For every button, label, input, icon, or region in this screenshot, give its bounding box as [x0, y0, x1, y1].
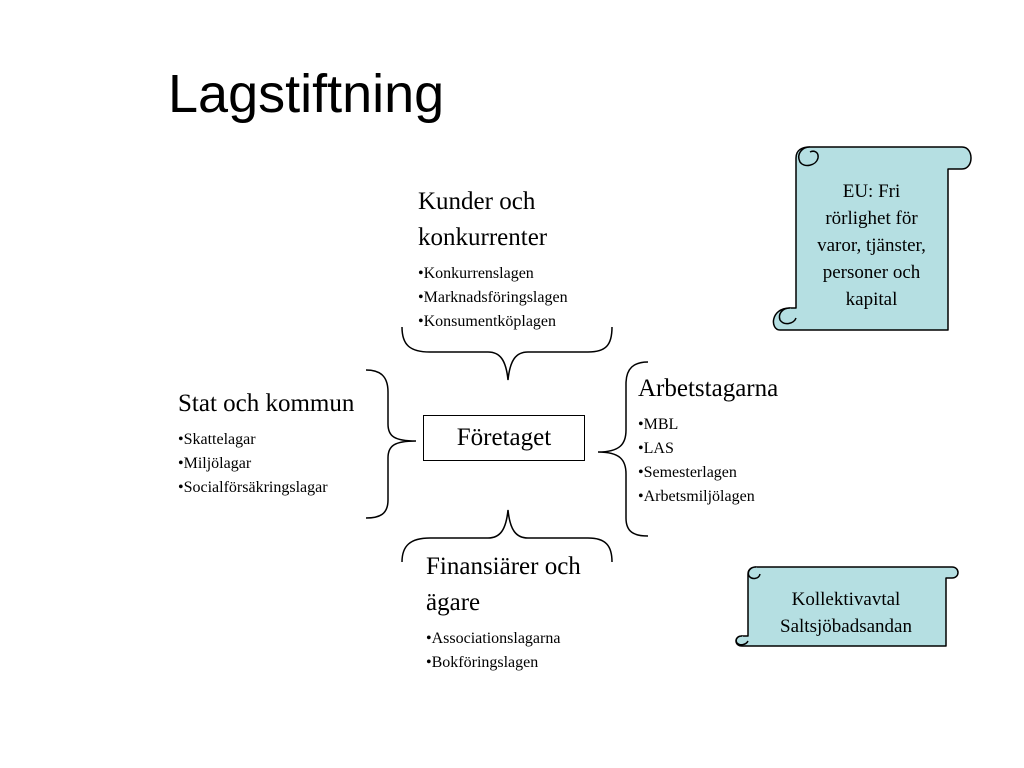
group-heading-line: konkurrenter: [418, 224, 548, 251]
law-item: Bokföringslagen: [426, 651, 581, 675]
brace-right: [597, 361, 649, 537]
brace-top: [401, 326, 613, 381]
scroll-kollektiv-top-curl: [747, 566, 761, 580]
group-employees: Arbetstagarna MBL LAS Semesterlagen Arbe…: [638, 371, 778, 509]
scroll-eu-bottom-curl: [778, 307, 797, 325]
law-item: Socialförsäkringslagar: [178, 476, 354, 500]
law-item: MBL: [638, 413, 778, 437]
law-list: Skattelagar Miljölagar Socialförsäkrings…: [178, 428, 354, 500]
scroll-line: personer och: [822, 262, 921, 283]
group-state-municipality: Stat och kommun Skattelagar Miljölagar S…: [178, 386, 354, 500]
law-list: Konkurrenslagen Marknadsföringslagen Kon…: [418, 262, 568, 334]
group-heading: Finansiärer och ägare: [426, 549, 581, 621]
scroll-line: rörlighet för: [825, 208, 918, 229]
group-heading-line: ägare: [426, 589, 481, 616]
law-item: Semesterlagen: [638, 461, 778, 485]
scroll-eu-body: [772, 146, 972, 331]
law-item: Miljölagar: [178, 452, 354, 476]
law-item: Associationslagarna: [426, 627, 581, 651]
group-heading: Arbetstagarna: [638, 371, 778, 407]
group-heading-line: Arbetstagarna: [638, 375, 779, 402]
law-item: Skattelagar: [178, 428, 354, 452]
law-list: Associationslagarna Bokföringslagen: [426, 627, 581, 675]
scroll-kollektiv-shape: [735, 566, 959, 647]
group-heading: Kunder och konkurrenter: [418, 184, 568, 256]
scroll-eu-shape: [772, 146, 972, 331]
brace-left: [365, 369, 417, 519]
scroll-eu-text: EU: Fri rörlighet för varor, tjänster, p…: [800, 178, 943, 313]
group-heading-line: Stat och kommun: [178, 390, 355, 417]
scroll-kollektiv-bottom-curl: [735, 635, 749, 646]
group-financiers-owners: Finansiärer och ägare Associationslagarn…: [426, 549, 581, 675]
law-list: MBL LAS Semesterlagen Arbetsmiljölagen: [638, 413, 778, 509]
scroll-line: kapital: [845, 289, 898, 310]
law-item: Konkurrenslagen: [418, 262, 568, 286]
company-box: Företaget: [423, 415, 585, 461]
law-item: LAS: [638, 437, 778, 461]
group-customers-competitors: Kunder och konkurrenter Konkurrenslagen …: [418, 184, 568, 334]
scroll-line: Saltsjöbadsandan: [780, 616, 912, 637]
law-item: Marknadsföringslagen: [418, 286, 568, 310]
scroll-kollektiv-text: Kollektivavtal Saltsjöbadsandan: [750, 586, 942, 640]
group-heading-line: Kunder och: [418, 188, 536, 215]
company-label: Företaget: [456, 424, 552, 451]
brace-bottom: [401, 509, 613, 563]
law-item: Arbetsmiljölagen: [638, 485, 778, 509]
group-heading: Stat och kommun: [178, 386, 354, 422]
scroll-eu-top-curl: [798, 146, 819, 167]
group-heading-line: Finansiärer och: [426, 553, 581, 580]
scroll-line: Kollektivavtal: [791, 589, 901, 610]
scroll-line: varor, tjänster,: [817, 235, 926, 256]
scroll-line: EU: Fri: [842, 181, 901, 202]
law-item: Konsumentköplagen: [418, 310, 568, 334]
slide-title: Lagstiftning: [168, 64, 445, 124]
